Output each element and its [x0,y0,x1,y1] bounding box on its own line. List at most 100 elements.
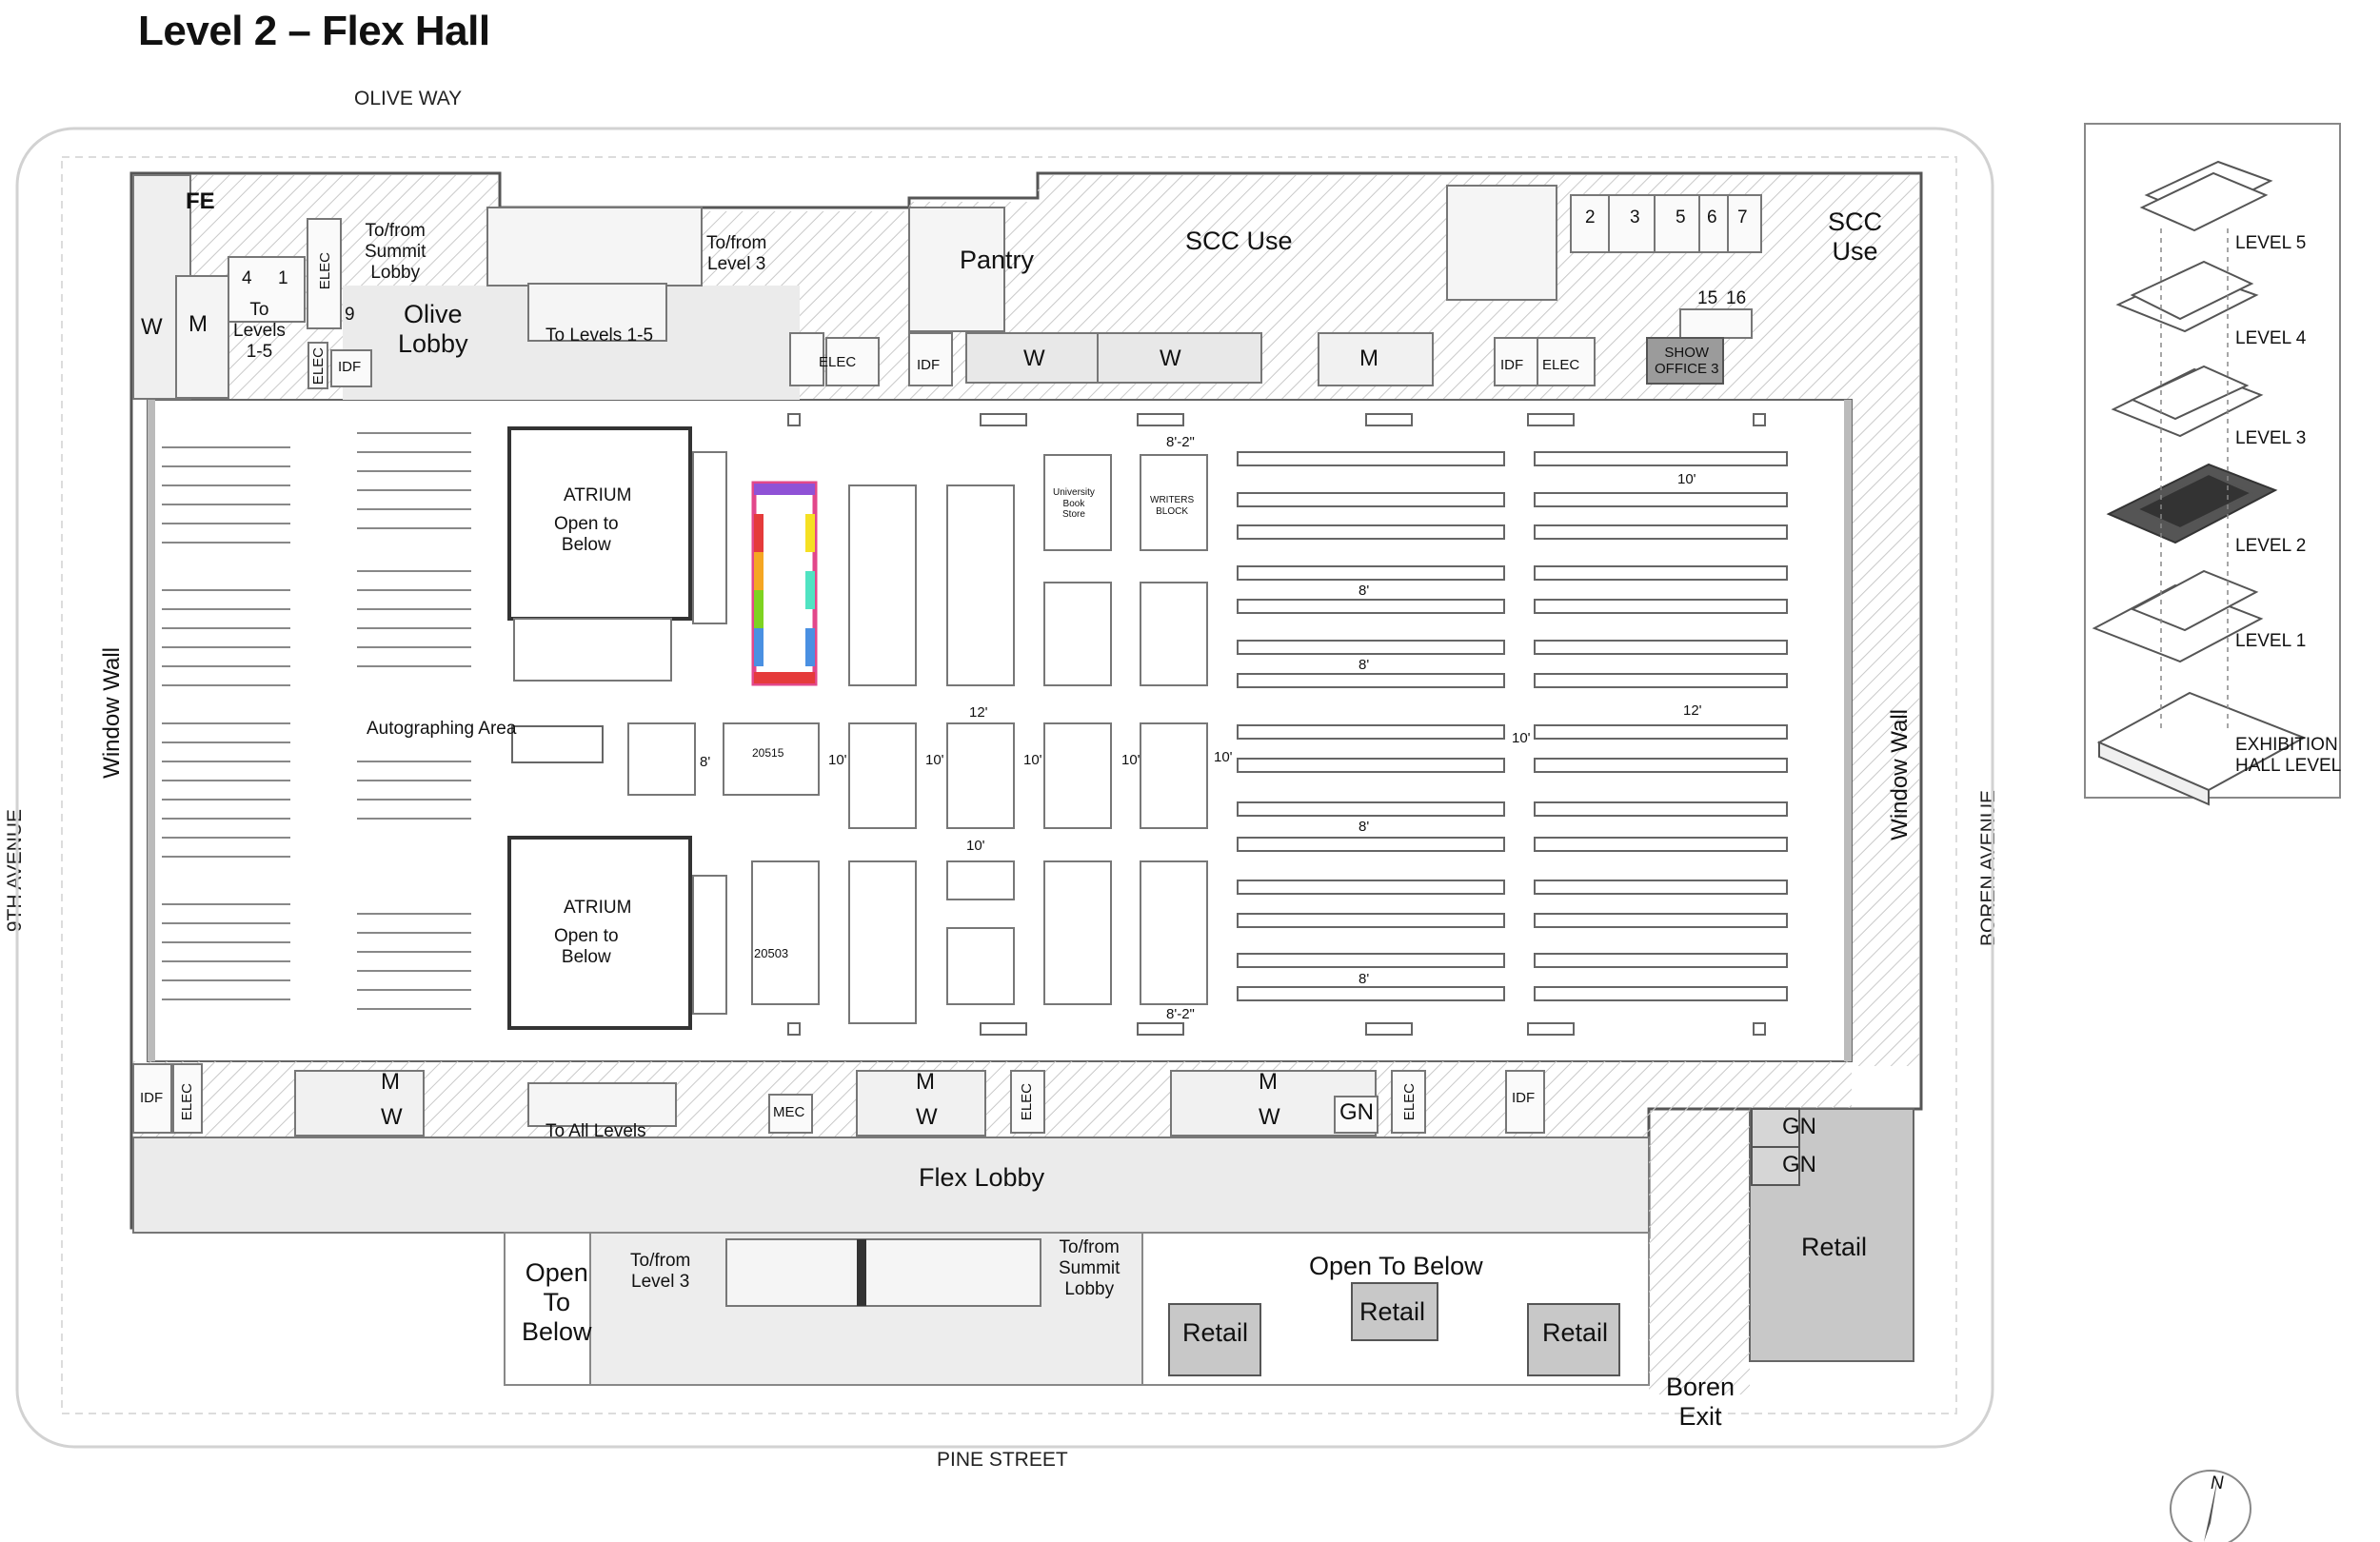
room-idf-top [330,349,372,387]
room-elec-bottom-2 [1010,1070,1045,1134]
dim-top: 8'-2" [1166,434,1195,450]
dim-j: 10' [966,838,985,854]
room-elec-small [307,342,328,389]
restroom-mw-bottom [294,1070,425,1137]
room-6-label: 6 [1707,208,1717,227]
to-level-3-label-top[interactable]: To/from Level 3 [706,233,767,274]
retail-3-label: Retail [1542,1318,1609,1347]
retail-2 [1351,1282,1438,1341]
key-level-3[interactable]: LEVEL 3 [2235,428,2307,448]
dim-h: 10' [1214,749,1233,765]
street-south: PINE STREET [937,1449,1068,1471]
summit-lobby-link-south[interactable]: To/from Summit Lobby [1059,1237,1121,1299]
atrium-north-sub: Open to Below [554,514,619,555]
room-5-label: 5 [1676,208,1686,227]
restroom-m-label-bottom-3: M [1259,1069,1278,1095]
room-elec-a [789,332,824,386]
room-15-label: 15 [1697,288,1718,308]
booth-rows-east [1237,451,1788,1001]
scc-use-label-2: SCC Use [1828,208,1883,267]
key-map-guides [2160,228,2229,733]
key-level-2[interactable]: LEVEL 2 [2235,536,2307,556]
room-m-top [175,275,229,399]
room-gn-3 [1751,1146,1800,1186]
room-2-label: 2 [1585,208,1596,227]
atrium-south-label: ATRIUM [564,898,632,918]
room-gn-2 [1751,1108,1800,1148]
site-outline [15,127,1994,1449]
summit-lobby-link-top[interactable]: To/from Summit Lobby [365,221,426,283]
gn-label-3: GN [1782,1152,1816,1177]
to-levels-label: To Levels 1-5 [233,300,286,362]
autograph-tables [511,725,604,763]
booth-university-book-store[interactable]: University Book Store [1053,487,1095,520]
booth-20515[interactable]: 20515 [752,746,784,760]
idf-label-bottom: IDF [140,1090,164,1106]
escalator-south [725,1238,1041,1307]
restroom-w-label-2: W [1023,346,1045,371]
idf-label-3: IDF [1500,357,1524,373]
restroom-w-label-bottom-3: W [1259,1104,1280,1130]
dim-c: 12' [969,704,988,721]
olive-lobby-label: Olive Lobby [398,300,468,359]
restroom-m-label-2: M [1359,346,1378,371]
window-wall-west-label: Window Wall [99,647,125,779]
room-elec-bottom [172,1063,203,1134]
dim-d: 12' [1683,702,1702,719]
idf-label-2: IDF [917,357,941,373]
room-gn [1334,1096,1378,1134]
restroom-mw-bottom-2 [856,1070,986,1137]
elevator-1-label: 1 [278,268,288,288]
elec-label-bottom-2: ELEC [1019,1083,1035,1121]
key-level-4[interactable]: LEVEL 4 [2235,328,2307,348]
retail-east-label: Retail [1801,1233,1868,1261]
key-exhibition-hall-level[interactable]: EXHIBITION HALL LEVEL [2235,735,2342,776]
boren-exit-area [1649,1109,1750,1394]
dim-f: 10' [1023,752,1042,768]
dim-m: 8' [1359,657,1370,673]
atrium-north-label: ATRIUM [564,485,632,505]
booth-20503[interactable]: 20503 [754,946,789,960]
dim-i: 10' [1512,730,1531,746]
dim-g: 10' [1121,752,1140,768]
mec-label: MEC [773,1104,805,1120]
restroom-m-label-bottom-2: M [916,1069,935,1095]
key-level-1[interactable]: LEVEL 1 [2235,631,2307,651]
dim-l: 8' [1359,583,1370,599]
flex-lobby [132,1137,1650,1234]
to-level-3-label-south[interactable]: To/from Level 3 [630,1251,691,1292]
room-elec-c [1537,337,1596,386]
booth-writers-block[interactable]: WRITERS BLOCK [1150,495,1195,517]
gn-label-2: GN [1782,1114,1816,1139]
room-elev [228,256,306,323]
dim-a: 10' [828,752,847,768]
key-map-box [2084,123,2341,799]
key-level-5[interactable]: LEVEL 5 [2235,233,2307,253]
dim-bottom: 8'-2" [1166,1006,1195,1022]
boren-exit-label[interactable]: Boren Exit [1666,1373,1735,1432]
elevator-4-label: 4 [242,268,252,288]
dim-b: 10' [925,752,944,768]
room-16-label: 16 [1726,288,1747,308]
room-idf-bottom-2 [1505,1070,1545,1134]
dim-k: 10' [1677,471,1696,487]
rooms-15-16 [1679,308,1753,339]
to-levels-1-5-label[interactable]: To Levels 1-5 [545,326,654,346]
street-north: OLIVE WAY [354,88,463,109]
room-idf-b [1494,337,1538,386]
show-office-label: SHOW OFFICE 3 [1655,345,1719,378]
page-title: Level 2 – Flex Hall [138,8,490,54]
atrium-south [507,836,692,1030]
elec-label-bottom: ELEC [179,1083,195,1121]
to-all-levels-label[interactable]: To All Levels [545,1121,646,1141]
restroom-m-label: M [188,311,208,337]
idf-label-1: IDF [338,359,362,375]
room-3-label: 3 [1630,208,1640,227]
compass-rose [2170,1470,2251,1542]
room-elec-b [825,337,880,386]
retail-1-label: Retail [1182,1318,1249,1347]
west-window-wall [148,400,155,1061]
booth-blocks-center [513,451,1208,1024]
fe-label: FE [186,188,215,214]
atrium-south-sub: Open to Below [554,926,619,967]
